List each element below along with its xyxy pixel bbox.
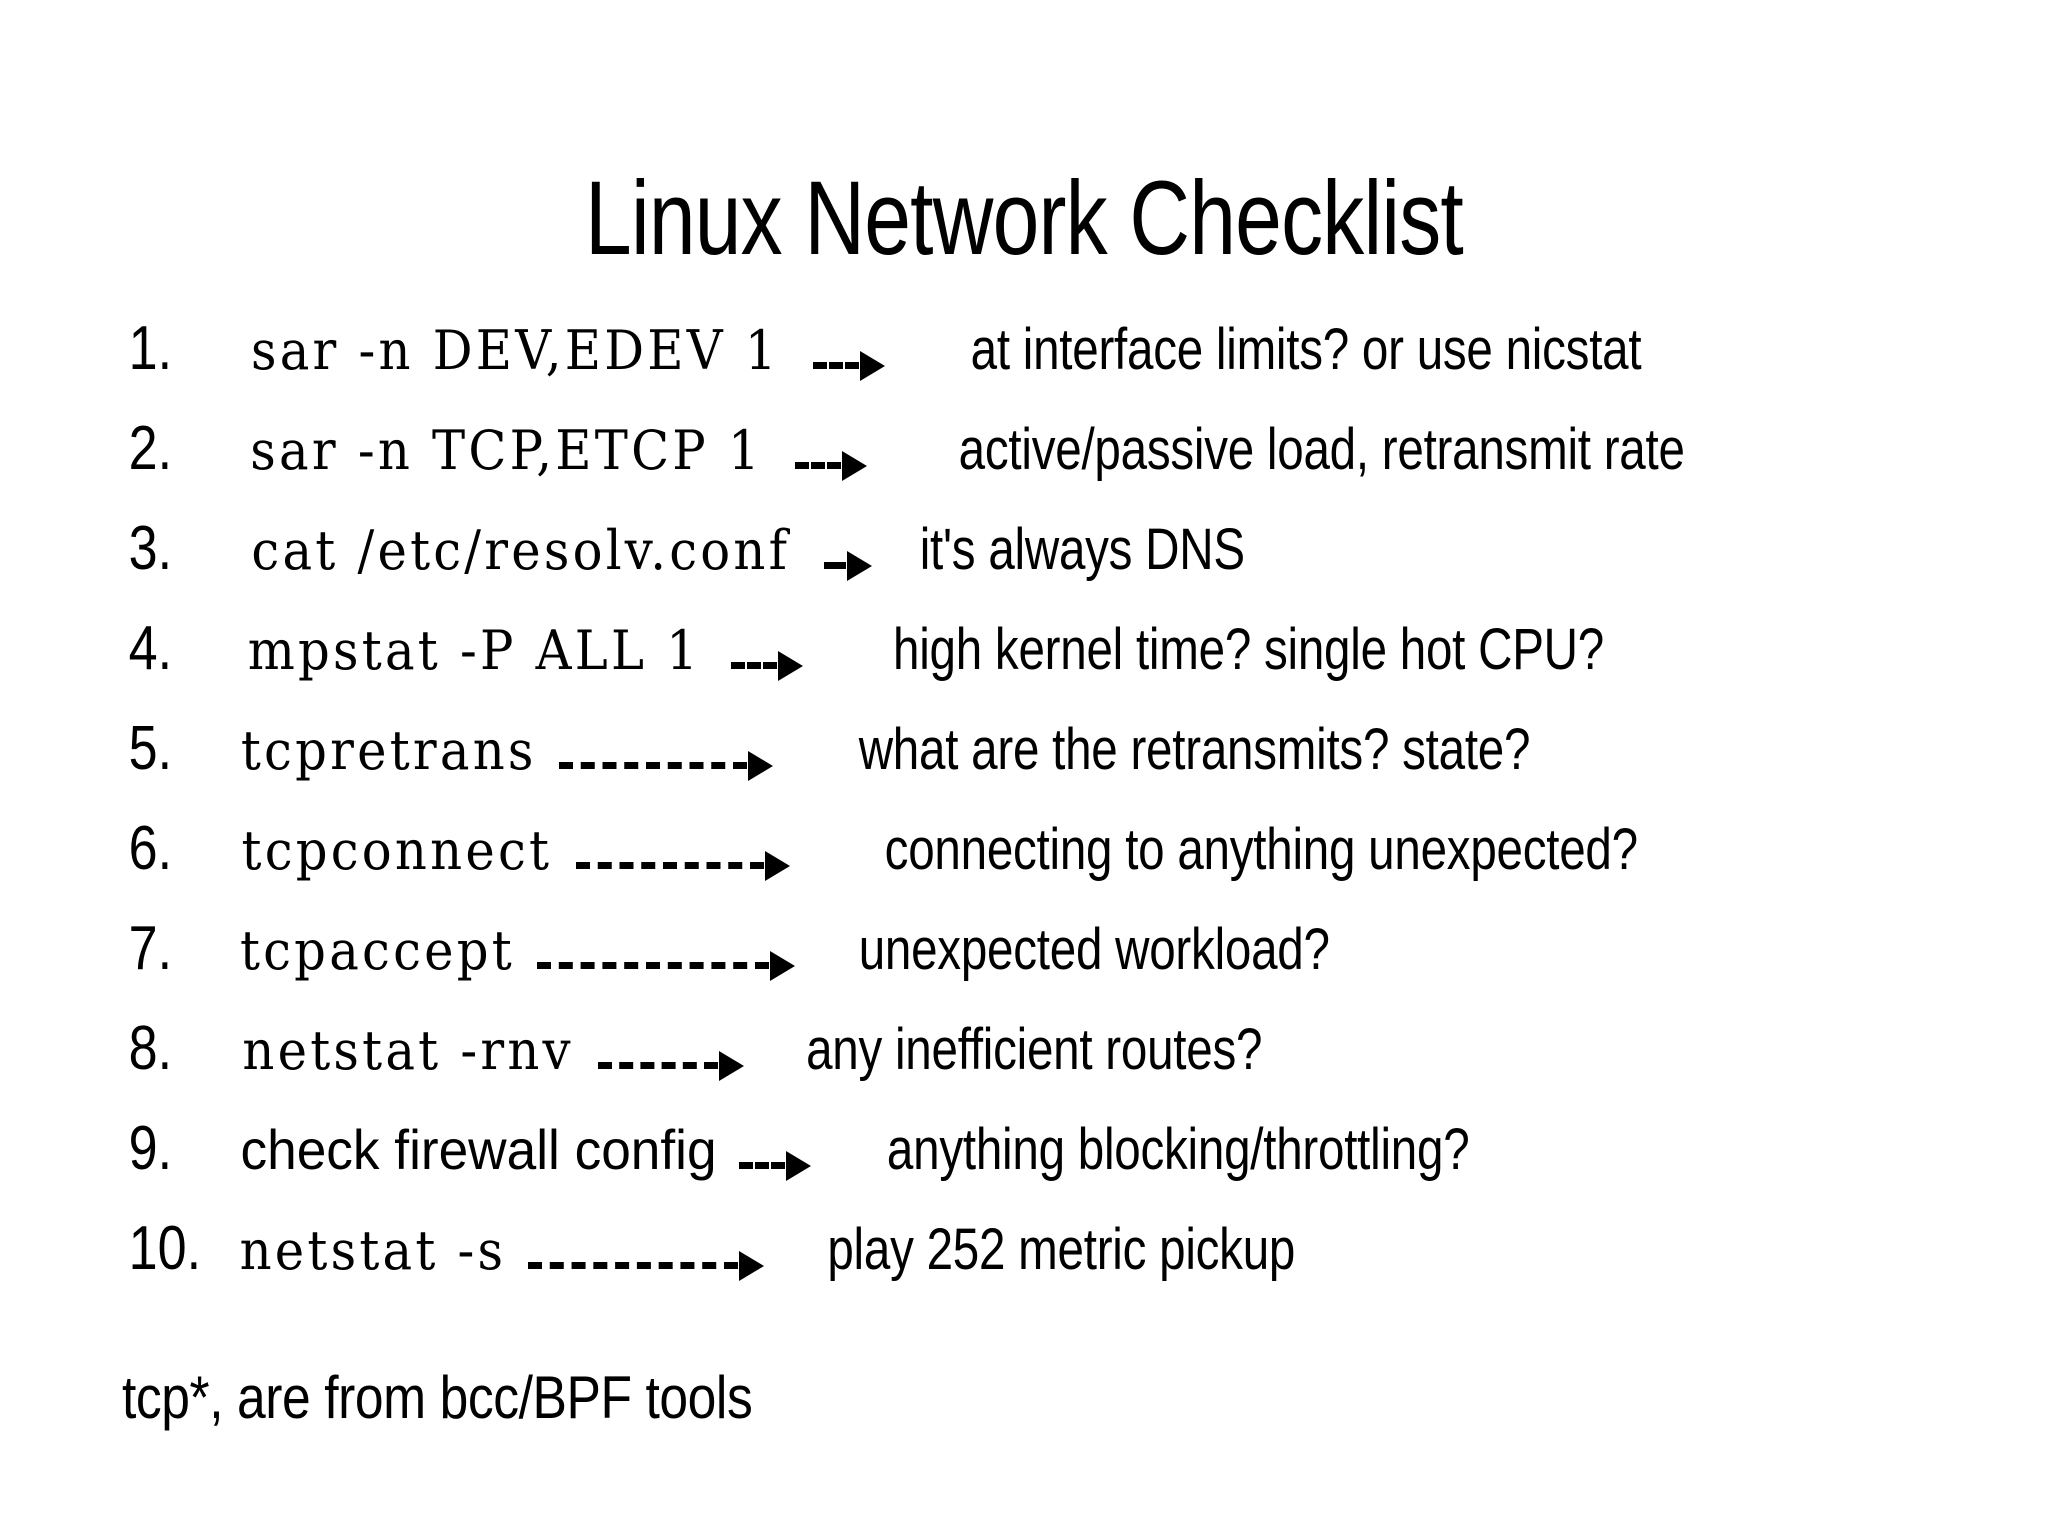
arrow-head-icon [777, 650, 803, 681]
arrow-head-icon [769, 950, 795, 981]
dashed-arrow-icon [823, 547, 872, 587]
dashed-arrow-icon [730, 647, 803, 687]
checklist-item-number: 2. [128, 414, 173, 483]
checklist-item-description: at interface limits? or use nicstat [970, 317, 1642, 382]
footnote: tcp*, are from bcc/BPF tools [122, 1364, 753, 1431]
arrow-head-icon [748, 750, 774, 781]
dashed-arrow-icon [739, 1147, 812, 1187]
arrow-dashes [527, 1262, 738, 1269]
checklist-item-command: check firewall config [240, 1118, 717, 1181]
checklist-item-command: tcpaccept [239, 919, 515, 982]
arrow-dashes [575, 862, 764, 869]
dashed-arrow-icon [527, 1247, 764, 1287]
checklist-item-number: 5. [128, 714, 173, 783]
dashed-arrow-icon [536, 947, 795, 987]
checklist-item-description: high kernel time? single hot CPU? [892, 617, 1604, 682]
checklist-item-description: what are the retransmits? state? [859, 717, 1531, 782]
checklist-item-number: 10. [128, 1214, 202, 1283]
checklist-item-command: mpstat -P ALL 1 [247, 619, 702, 682]
arrow-dashes [559, 762, 748, 769]
checklist-item-description: unexpected workload? [858, 917, 1330, 982]
arrow-head-icon [786, 1150, 812, 1181]
checklist-item-command: sar -n DEV,EDEV 1 [250, 319, 780, 382]
checklist-item-number: 4. [128, 614, 173, 683]
checklist-item-description: play 252 metric pickup [827, 1217, 1296, 1282]
checklist-item-command: netstat -rnv [242, 1019, 574, 1082]
arrow-dashes [536, 962, 769, 969]
checklist-item-command: sar -n TCP,ETCP 1 [250, 419, 763, 482]
checklist-item-description: anything blocking/throttling? [887, 1117, 1470, 1182]
dashed-arrow-icon [795, 447, 868, 487]
checklist-item-command: tcpretrans [240, 719, 537, 782]
arrow-dashes [730, 662, 777, 669]
arrow-head-icon [846, 550, 872, 581]
arrow-dashes [795, 462, 842, 469]
arrow-head-icon [859, 350, 885, 381]
arrow-head-icon [738, 1250, 764, 1281]
checklist-item-description: it's always DNS [919, 517, 1245, 582]
arrow-head-icon [764, 850, 790, 881]
arrow-dashes [812, 362, 859, 369]
checklist-item-description: any inefficient routes? [806, 1017, 1263, 1082]
checklist-item-number: 6. [128, 814, 173, 883]
arrow-dashes [598, 1062, 719, 1069]
checklist-item-number: 8. [128, 1014, 173, 1083]
checklist-item-number: 3. [128, 514, 173, 583]
dashed-arrow-icon [575, 847, 790, 887]
arrow-head-icon [842, 450, 868, 481]
checklist-item-number: 1. [128, 314, 173, 383]
dashed-arrow-icon [812, 347, 885, 387]
checklist-item-description: connecting to anything unexpected? [884, 817, 1638, 882]
page-title: Linux Network Checklist [585, 160, 1464, 278]
arrow-head-icon [719, 1050, 745, 1081]
dashed-arrow-icon [598, 1047, 745, 1087]
checklist-item-command: tcpconnect [241, 819, 553, 882]
arrow-dashes [823, 562, 846, 569]
checklist-item-number: 9. [128, 1114, 173, 1183]
checklist-item-description: active/passive load, retransmit rate [958, 417, 1685, 482]
checklist-item-number: 7. [128, 914, 173, 983]
checklist-item-command: netstat -s [239, 1219, 507, 1282]
arrow-dashes [739, 1162, 786, 1169]
checklist-item-command: cat /etc/resolv.conf [251, 519, 791, 582]
dashed-arrow-icon [559, 747, 774, 787]
